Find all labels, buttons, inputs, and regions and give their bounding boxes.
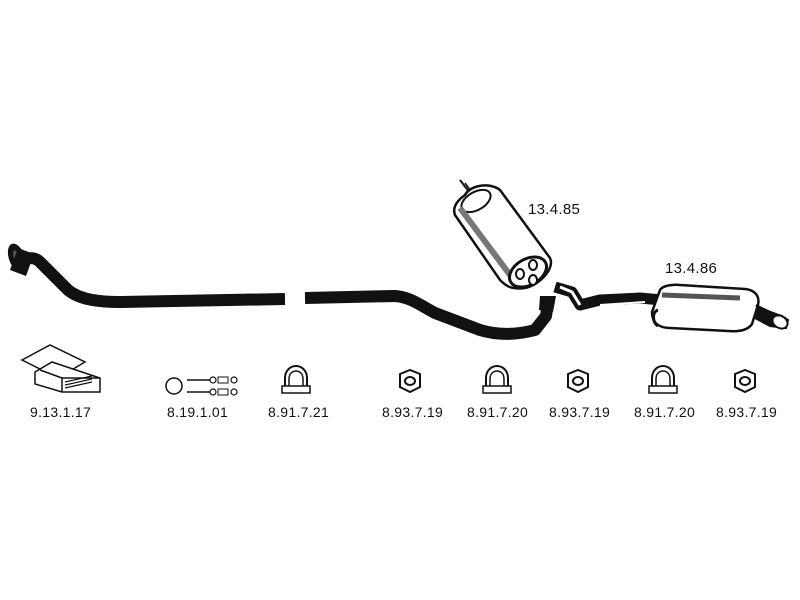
pipe-clamp-icon [648, 364, 678, 394]
hex-nut-icon [399, 368, 421, 394]
middle-muffler[interactable] [453, 179, 553, 293]
part-code: 9.13.1.17 [30, 404, 92, 420]
part-code: 8.91.7.20 [634, 404, 696, 420]
part-code: 8.91.7.21 [268, 404, 330, 420]
mounting-kit-box-icon [20, 344, 101, 393]
part-code: 8.93.7.19 [716, 404, 778, 420]
part-code: 8.19.1.01 [167, 404, 229, 420]
rubber-hanger-set-icon [165, 376, 238, 396]
pipe-clamp-icon [482, 364, 512, 394]
pipe-clamp-icon [281, 364, 311, 394]
front-pipe[interactable] [4, 241, 286, 308]
hex-nut-icon [734, 368, 756, 394]
rear-muffler[interactable] [553, 281, 790, 333]
part-code: 8.93.7.19 [549, 404, 611, 420]
middle-pipe[interactable] [304, 290, 556, 340]
part-code: 8.93.7.19 [382, 404, 444, 420]
middle-muffler-label: 13.4.85 [528, 201, 581, 218]
part-code: 8.91.7.20 [467, 404, 529, 420]
hex-nut-icon [567, 368, 589, 394]
rear-muffler-label: 13.4.86 [665, 260, 718, 277]
